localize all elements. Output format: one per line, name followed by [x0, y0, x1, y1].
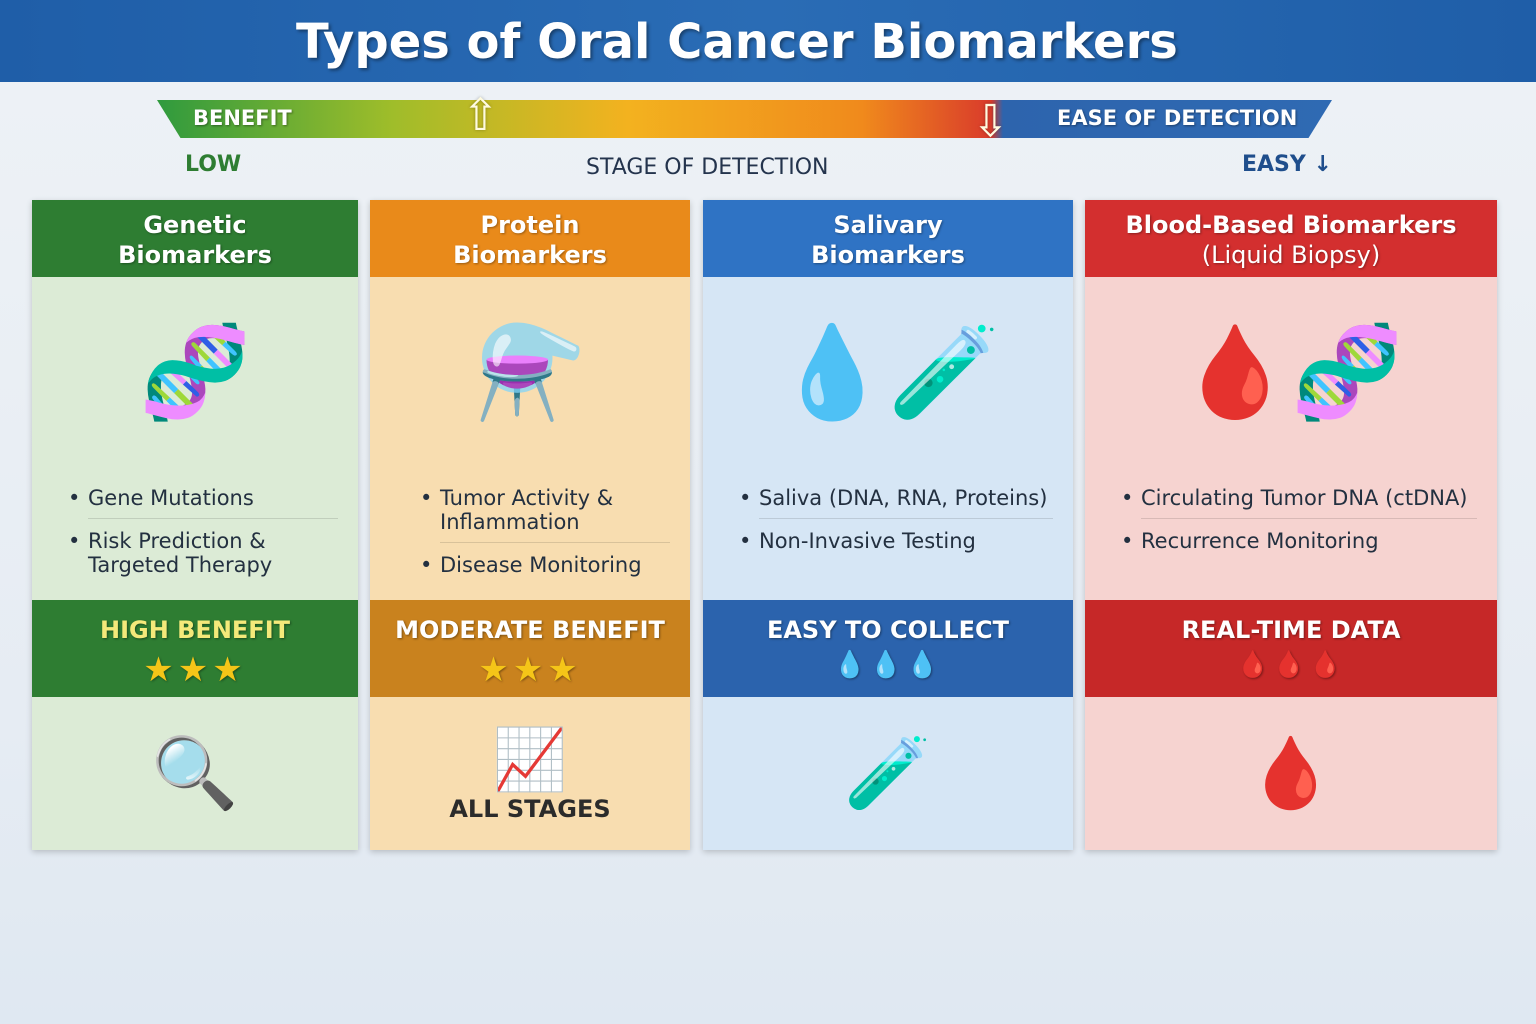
- rating-band: MODERATE BENEFIT ★★★: [370, 600, 690, 697]
- column-header: Blood-Based Biomarkers(Liquid Biopsy): [1085, 200, 1497, 277]
- blood-tube-dna-icon: 🩸🧬: [1178, 320, 1404, 425]
- star-icons: ★★★: [143, 650, 247, 690]
- dna-icon: 🧬: [138, 320, 252, 425]
- rating-label: MODERATE BENEFIT: [395, 616, 665, 644]
- rating-band: HIGH BENEFIT ★★★: [32, 600, 358, 697]
- bullet: Non-Invasive Testing: [739, 525, 1053, 561]
- easy-text: EASY: [1242, 152, 1306, 177]
- test-tube-icon: 🧪: [844, 732, 932, 814]
- bullet: Disease Monitoring: [420, 549, 670, 585]
- bullet: Risk Prediction & Targeted Therapy: [68, 525, 338, 585]
- rating-label: EASY TO COLLECT: [766, 616, 1010, 644]
- bullet-list: Saliva (DNA, RNA, Proteins) Non-Invasive …: [703, 468, 1073, 600]
- growth-chart-icon: 📈ALL STAGES: [449, 725, 611, 823]
- up-arrow-icon: ⇧: [462, 90, 499, 141]
- rating-label: REAL-TIME DATA: [1181, 616, 1401, 644]
- flask-molecule-icon: ⚗️: [473, 320, 587, 425]
- bullet: Tumor Activity & Inflammation: [420, 482, 670, 543]
- low-label: LOW: [185, 152, 242, 177]
- bullet: Gene Mutations: [68, 482, 338, 519]
- title-bar: Types of Oral Cancer Biomarkers: [0, 0, 1536, 82]
- down-arrow-icon: ↓: [1313, 152, 1332, 177]
- droplet-test-tube-icon: 💧🧪: [775, 320, 1001, 425]
- header-line: Blood-Based Biomarkers: [1125, 211, 1457, 239]
- magnifier-dna-icon: 🔍: [151, 732, 239, 814]
- rating-band: EASY TO COLLECT 💧💧💧: [703, 600, 1073, 697]
- column-blood: Blood-Based Biomarkers(Liquid Biopsy) 🩸🧬…: [1085, 200, 1497, 850]
- page-title: Types of Oral Cancer Biomarkers: [296, 14, 1178, 70]
- bullet: Saliva (DNA, RNA, Proteins): [739, 482, 1053, 519]
- bullet-list: Gene MutationsRisk Prediction & Targeted…: [32, 468, 358, 600]
- bullet-list: Circulating Tumor DNA (ctDNA) Recurrence …: [1085, 468, 1497, 600]
- easy-label: EASY ↓: [1242, 152, 1332, 177]
- bullet: Recurrence Monitoring: [1121, 525, 1477, 561]
- header-line: Biomarkers: [811, 241, 965, 269]
- blood-sample-icon: 🩸: [1247, 732, 1335, 814]
- benefit-label: BENEFIT: [193, 106, 292, 130]
- bullet-list: Tumor Activity & InflammationDisease Mon…: [370, 468, 690, 600]
- header-line: Biomarkers: [118, 241, 272, 269]
- header-line: Protein: [480, 211, 580, 239]
- stage-label: STAGE OF DETECTION: [586, 155, 829, 180]
- droplet-icons: 💧💧💧: [833, 650, 943, 680]
- rating-label: HIGH BENEFIT: [99, 616, 291, 644]
- star-icons: ★★★: [478, 650, 582, 690]
- bullet: Circulating Tumor DNA (ctDNA): [1121, 482, 1477, 519]
- blood-drop-icons: 🩸🩸🩸: [1236, 650, 1346, 680]
- benefit-scale-bar: BENEFIT EASE OF DETECTION: [157, 100, 1332, 138]
- ease-label: EASE OF DETECTION: [1057, 106, 1298, 130]
- header-line: Genetic: [143, 211, 247, 239]
- header-line: (Liquid Biopsy): [1201, 241, 1381, 269]
- header-line: Biomarkers: [453, 241, 607, 269]
- down-arrow-icon: ⇩: [972, 96, 1009, 147]
- all-stages-caption: ALL STAGES: [449, 795, 611, 823]
- rating-band: REAL-TIME DATA 🩸🩸🩸: [1085, 600, 1497, 697]
- header-line: Salivary: [833, 211, 943, 239]
